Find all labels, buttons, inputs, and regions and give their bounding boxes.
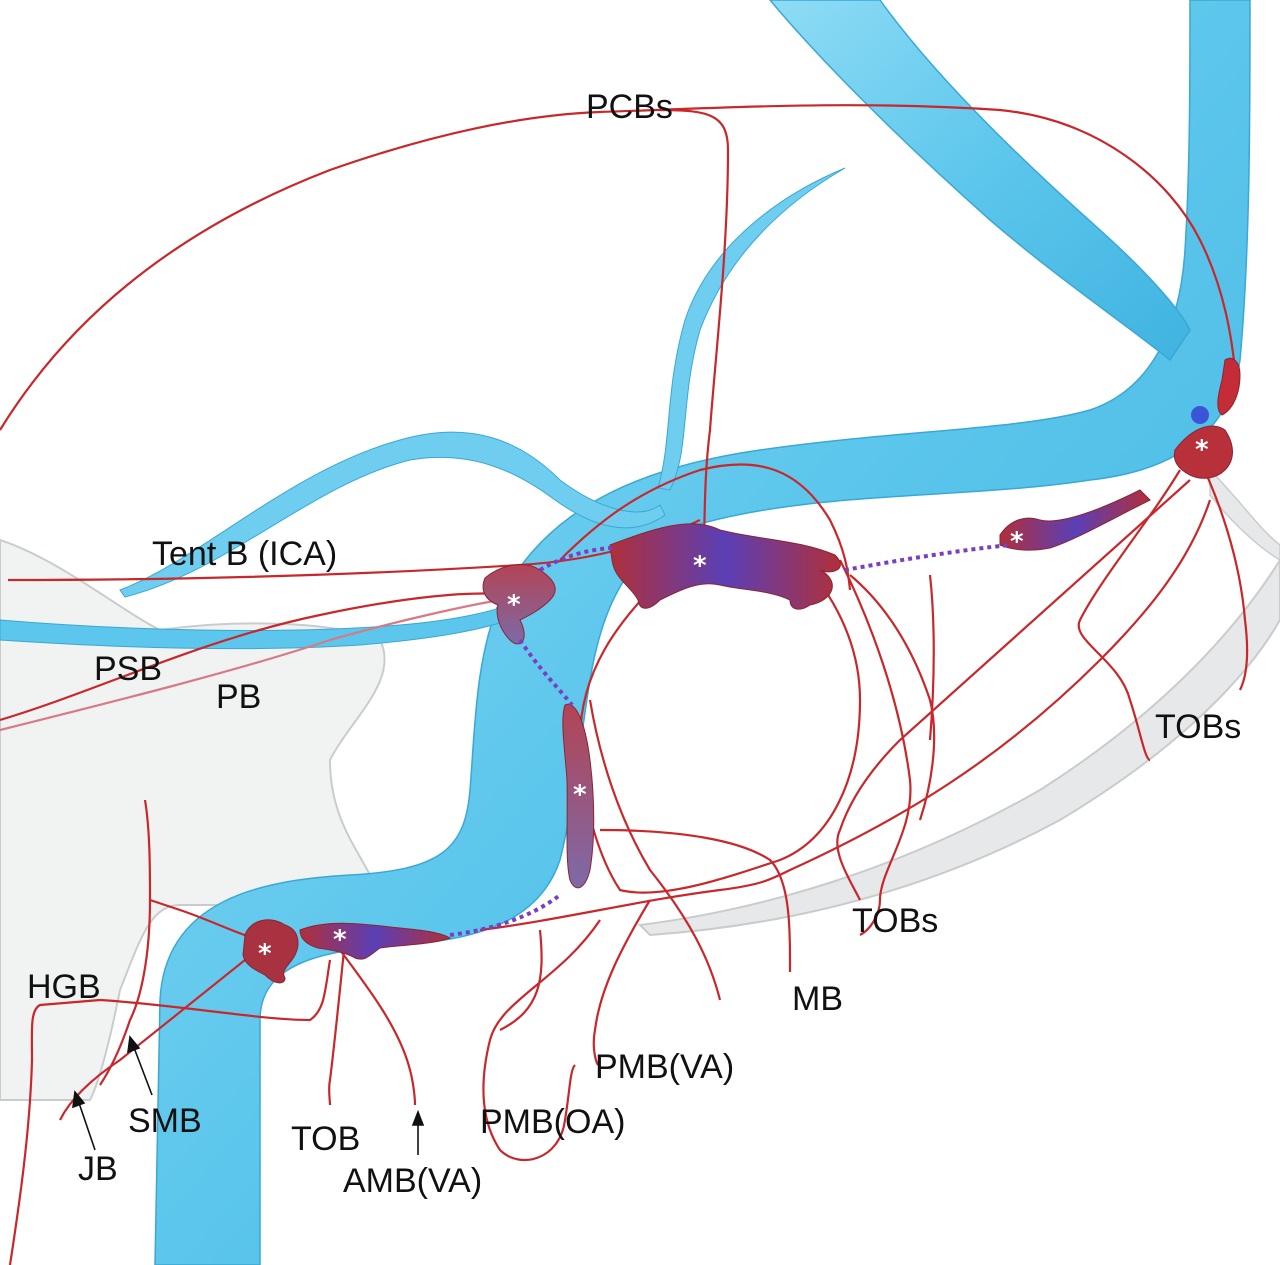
dotted-right (844, 543, 1011, 572)
sigmoid-sinus (154, 0, 1251, 1265)
label-tobs-right: TOBs (1155, 708, 1241, 746)
occipital-ridge (1209, 468, 1280, 561)
tent-b-branch (559, 463, 852, 591)
label-pmb-oa: PMB(OA) (480, 1103, 625, 1141)
tobs-middle-2 (849, 574, 936, 821)
label-mb: MB (792, 980, 843, 1018)
bridging-vein (657, 167, 846, 491)
bone-structures (0, 468, 1280, 1101)
label-tent-b: Tent B (ICA) (152, 535, 337, 573)
asterisk-right-upper: * (1195, 435, 1209, 465)
label-pb: PB (216, 678, 261, 716)
fistula-lower-middle (299, 922, 452, 960)
clival-band (637, 558, 1280, 937)
communicating-channels (449, 543, 1011, 937)
asterisk-lower-left: * (258, 939, 272, 969)
arterial-feeders (0, 104, 1249, 1265)
label-tob: TOB (291, 1120, 360, 1158)
asterisk-right-mid: * (1010, 527, 1024, 557)
label-hgb: HGB (27, 968, 101, 1006)
label-smb: SMB (128, 1102, 202, 1140)
pcb-arc-left (0, 104, 1237, 431)
label-pmb-va: PMB(VA) (595, 1048, 734, 1086)
tobs-right-1 (1194, 449, 1249, 691)
pmb-va-line (479, 499, 1212, 932)
mb-line (599, 828, 792, 972)
labels: PCBs Tent B (ICA) PSB PB TOBs TOBs MB PM… (27, 88, 1241, 1200)
label-pcbs: PCBs (586, 88, 673, 126)
pcb-drop (659, 108, 730, 541)
dotted-top (538, 546, 616, 572)
hgb-to-fistula (99, 959, 332, 1022)
dotted-lower (449, 893, 562, 937)
superior-petrosal-sinus (119, 431, 666, 598)
venous-sinuses (0, 0, 1251, 1265)
straight-sinus (769, 0, 1191, 362)
fistula-right-blue (1191, 406, 1209, 424)
hgb-line (8, 998, 101, 1265)
fistula-right-upper (1173, 425, 1233, 479)
smb-arrow-line (132, 1044, 153, 1096)
smb-upper (143, 799, 261, 942)
mb-branch (588, 699, 722, 1001)
asterisk-markers: * * * * * * * (258, 435, 1209, 969)
asterisk-superior-left: * (507, 590, 521, 620)
pb-line (0, 598, 501, 732)
tobs-middle-1 (839, 559, 912, 936)
jb-arrow-line (77, 1099, 96, 1151)
tobs-middle-3 (928, 574, 935, 741)
dotted-vertical (518, 638, 574, 707)
label-jb: JB (78, 1150, 118, 1188)
fistula-vertical (562, 703, 595, 889)
psb-line (0, 592, 511, 722)
tob-line (328, 939, 347, 1106)
asterisk-lower-middle: * (333, 925, 347, 955)
asterisk-main: * (693, 551, 707, 581)
fistula-sites (242, 357, 1241, 984)
asterisk-vertical: * (573, 780, 587, 810)
loop-ring (578, 559, 862, 894)
amb-arrow-head (411, 1109, 425, 1126)
jb-arrow-head (72, 1090, 86, 1109)
label-psb: PSB (94, 650, 162, 688)
fistula-lower-left (242, 919, 299, 984)
label-tobs-middle: TOBs (852, 902, 938, 940)
smb-arrow-head (127, 1035, 141, 1054)
fistula-main (609, 523, 841, 610)
pointer-arrows (72, 1035, 425, 1155)
fistula-right-mid (999, 489, 1151, 551)
amb-va-line (339, 949, 417, 1106)
tobs-right-2 (1077, 469, 1181, 762)
petrous-bone-outline (0, 538, 386, 1101)
fistula-right-top (1217, 357, 1241, 416)
pmb-oa-line (482, 919, 601, 1162)
pmb-va-down (592, 899, 651, 1066)
label-amb-va: AMB(VA) (343, 1162, 482, 1200)
pmb-oa-branch (499, 929, 543, 1031)
